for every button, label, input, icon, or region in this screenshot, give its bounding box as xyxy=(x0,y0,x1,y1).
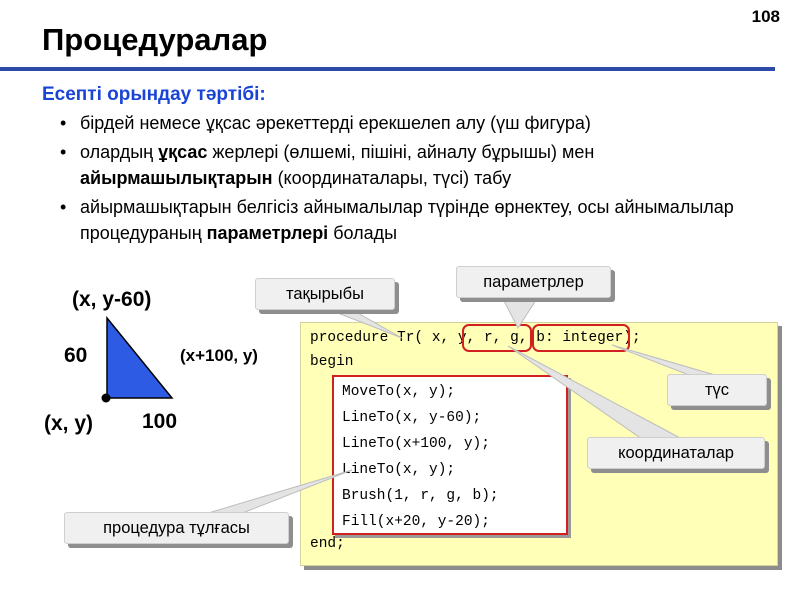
width-label: 100 xyxy=(142,410,178,433)
code-body-line-6: Fill(x+20, y-20); xyxy=(342,514,490,530)
height-label: 60 xyxy=(64,344,88,367)
origin-point xyxy=(101,393,111,403)
title-rule xyxy=(0,67,775,71)
slide-title: Процедуралар xyxy=(42,22,268,57)
top-vertex-label: (x, y-60) xyxy=(72,288,152,311)
origin-label: (x, y) xyxy=(44,412,94,435)
callout-color: түс xyxy=(667,374,767,406)
bullet-3-bold-parameters: параметрлері xyxy=(206,223,329,243)
bullet-2-text-b: жерлері (өлшемі, пішіні, айналу бұрышы) … xyxy=(207,142,595,162)
bullet-list: бірдей немесе ұқсас әрекеттерді ерекшеле… xyxy=(60,110,760,249)
code-body-line-1: MoveTo(x, y); xyxy=(342,384,456,400)
code-body-line-4: LineTo(x, y); xyxy=(342,462,456,478)
code-end-line: end; xyxy=(310,536,345,552)
triangle-graphic xyxy=(101,315,174,403)
bullet-2-bold-differences: айырмашылықтарын xyxy=(80,168,273,188)
triangle-shape xyxy=(106,315,174,399)
right-vertex-label: (x+100, y) xyxy=(180,346,258,365)
page-number: 108 xyxy=(751,7,780,26)
callout-coordinates: координаталар xyxy=(587,437,765,469)
bullet-item-1: бірдей немесе ұқсас әрекеттерді ерекшеле… xyxy=(60,110,760,136)
bullet-item-2: олардың ұқсас жерлері (өлшемі, пішіні, а… xyxy=(60,139,760,191)
bullet-2-text-c: (координаталары, түсі) табу xyxy=(272,168,512,188)
callout-parameters: параметрлер xyxy=(456,266,611,298)
bullet-1-text: бірдей немесе ұқсас әрекеттерді ерекшеле… xyxy=(80,113,591,133)
param-highlight-color xyxy=(532,324,630,352)
code-body-line-3: LineTo(x+100, y); xyxy=(342,436,490,452)
bullet-3-text-a: айырмашықтарын белгісіз айнымалылар түрі… xyxy=(80,197,734,243)
bullet-3-text-b: болады xyxy=(328,223,398,243)
triangle-figure: (x, y-60) 60 (x+100, y) (x, y) 100 xyxy=(0,270,300,450)
code-body-line-5: Brush(1, r, g, b); xyxy=(342,488,499,504)
code-body-line-2: LineTo(x, y-60); xyxy=(342,410,482,426)
code-begin-line: begin xyxy=(310,354,354,370)
section-heading: Есепті орындау тәртібі: xyxy=(42,84,266,105)
bullet-2-bold-similar: ұқсас xyxy=(158,142,208,162)
bullet-2-text-a: олардың xyxy=(80,142,159,162)
callout-title: тақырыбы xyxy=(255,278,395,310)
param-highlight-coordinates xyxy=(462,324,532,352)
callout-body: процедура тұлғасы xyxy=(64,512,289,544)
bullet-item-3: айырмашықтарын белгісіз айнымалылар түрі… xyxy=(60,194,760,246)
